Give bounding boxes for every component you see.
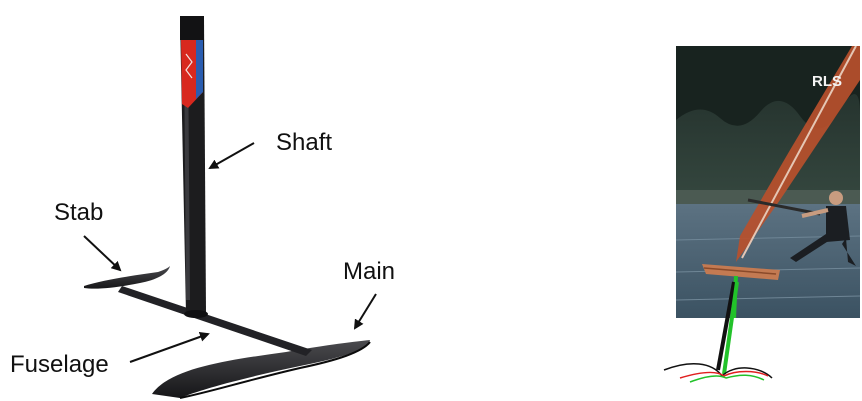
label-shaft: Shaft	[276, 131, 332, 155]
hydrofoil-illustration	[84, 16, 370, 398]
main-wing	[152, 340, 370, 398]
arrow-shaft	[210, 143, 254, 168]
arrow-stab	[84, 236, 120, 270]
label-main: Main	[343, 260, 395, 284]
windsurf-foil-photo: RLS	[676, 46, 860, 318]
arrow-main	[355, 294, 376, 328]
sail-text: RLS	[812, 73, 842, 90]
stabilizer-wing	[84, 266, 170, 289]
fuselage	[118, 286, 312, 356]
label-fuselage: Fuselage	[10, 353, 109, 377]
arrow-fuselage	[130, 334, 208, 362]
label-stab: Stab	[54, 201, 103, 225]
